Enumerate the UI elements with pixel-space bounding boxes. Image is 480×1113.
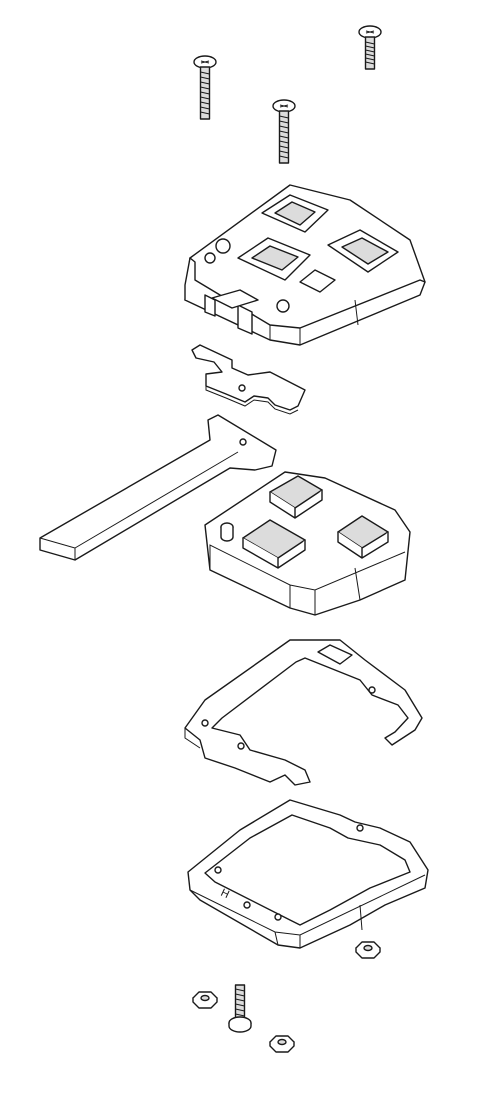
top-shell [184,184,426,346]
frame-upper [184,639,423,786]
screw-top-center [272,99,296,164]
screw-top-right [358,25,382,70]
key-blade [39,414,277,561]
frame-lower: H [187,799,429,949]
screw-bottom [228,984,252,1033]
nut-bottom [269,1035,295,1053]
latch-plate [191,344,306,415]
button-pad [204,471,411,616]
screw-top-left [193,55,217,120]
nut-left [192,991,218,1009]
nut-right [355,941,381,959]
